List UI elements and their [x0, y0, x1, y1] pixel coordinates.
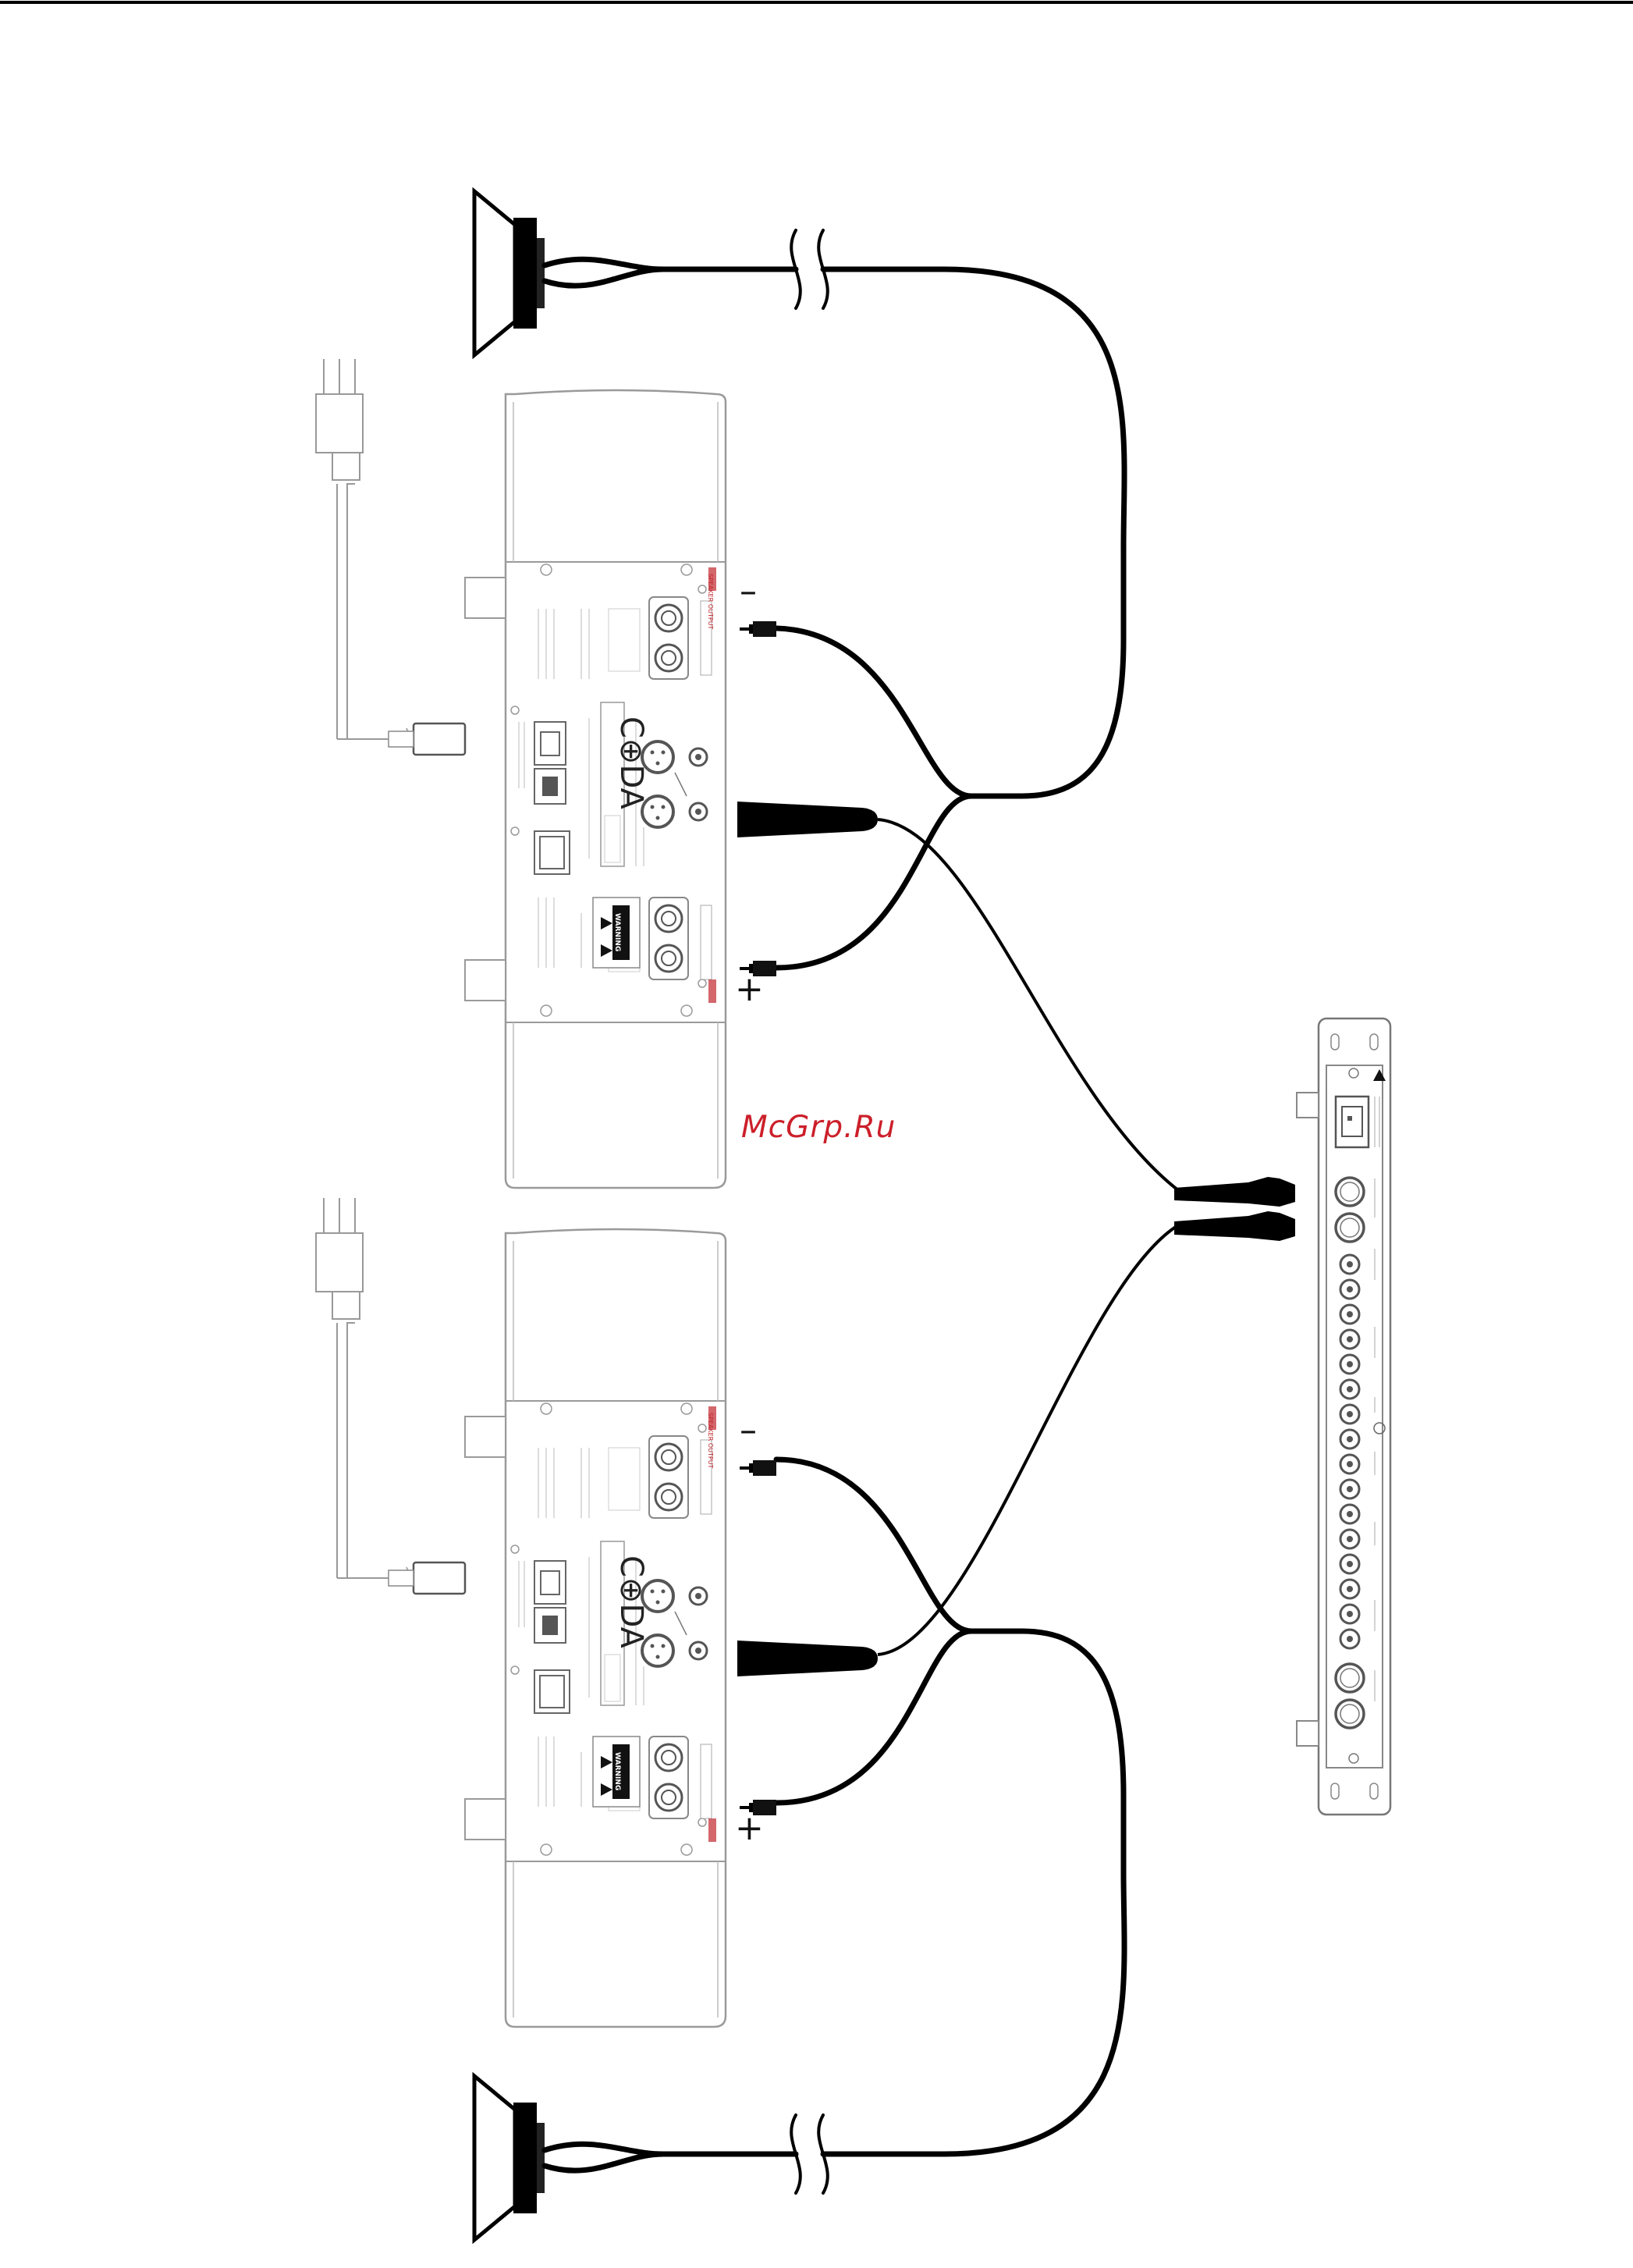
watermark: McGrp.Ru — [741, 1110, 896, 1145]
amp-2-polarity-plus: + — [735, 1808, 764, 1848]
speaker-top — [474, 191, 545, 355]
amp-1-polarity-plus: + — [735, 969, 764, 1009]
amp-2-polarity-minus: – — [740, 1410, 757, 1450]
speaker-icon — [474, 191, 515, 355]
amp-1-output-label: SPEAKER OUTPUT — [707, 574, 714, 630]
amplifier-1 — [316, 359, 878, 1188]
xlr-plugs — [1174, 1177, 1295, 1241]
amp-2-output-label: SPEAKER OUTPUT — [707, 1413, 714, 1469]
amp-1-warning-label: WARNING — [613, 913, 621, 951]
speaker-icon — [474, 2076, 515, 2240]
amp-1-logo: C⊕DA — [613, 716, 649, 810]
amp-1-polarity-minus: – — [740, 571, 757, 611]
rack-unit — [1297, 1018, 1390, 1815]
amp-2-warning-label: WARNING — [613, 1752, 621, 1790]
speaker-bottom — [474, 2076, 545, 2240]
amplifier-2 — [316, 1198, 878, 2027]
signal-cables — [878, 819, 1178, 1655]
amp-2-logo: C⊕DA — [613, 1555, 649, 1649]
